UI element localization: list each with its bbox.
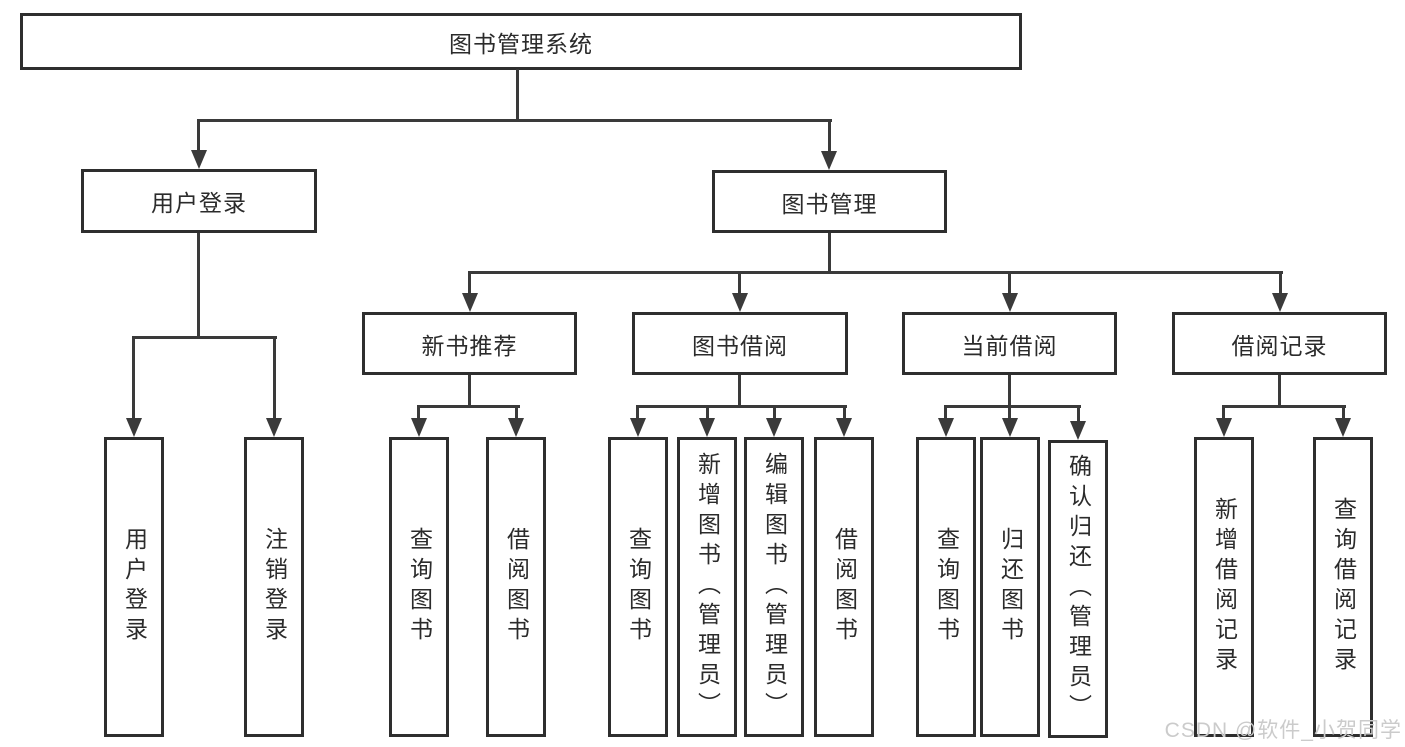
connector-arrowhead xyxy=(732,293,748,312)
connector-line xyxy=(515,408,518,421)
connector-line xyxy=(636,405,847,408)
leaf-borrow-books-recommend: 借阅图书 xyxy=(486,437,546,737)
connector-arrowhead xyxy=(1002,293,1018,312)
leaf-borrow-books-borrowing: 借阅图书 xyxy=(814,437,874,737)
leaf-label: 借阅图书 xyxy=(831,527,858,647)
connector-arrowhead xyxy=(191,150,207,169)
connector-line xyxy=(944,408,947,421)
node-label: 新书推荐 xyxy=(421,332,518,359)
leaf-label: 查询图书 xyxy=(625,527,652,647)
connector-line xyxy=(273,339,276,420)
leaf-return-books: 归还图书 xyxy=(980,437,1040,737)
leaf-edit-book-admin: 编辑图书（管理员） xyxy=(744,437,804,737)
leaf-label: 注销登录 xyxy=(261,527,288,647)
leaf-add-borrow-record: 新增借阅记录 xyxy=(1194,437,1254,737)
connector-line xyxy=(197,122,200,151)
connector-arrowhead xyxy=(1216,418,1232,437)
connector-line xyxy=(197,233,200,339)
node-label: 用户登录 xyxy=(151,190,247,216)
leaf-add-book-admin: 新增图书（管理员） xyxy=(677,437,737,737)
connector-line xyxy=(417,408,420,421)
connector-arrowhead xyxy=(836,418,852,437)
connector-line xyxy=(828,233,831,274)
leaf-label: 新增借阅记录 xyxy=(1211,497,1238,677)
leaf-label: 归还图书 xyxy=(997,527,1024,647)
connector-arrowhead xyxy=(630,418,646,437)
connector-arrowhead xyxy=(821,151,837,170)
connector-arrowhead xyxy=(1335,418,1351,437)
connector-line xyxy=(1077,408,1080,421)
leaf-query-books-borrowing: 查询图书 xyxy=(608,437,668,737)
leaf-label: 查询图书 xyxy=(933,527,960,647)
node-library-management-system: 图书管理系统 xyxy=(20,13,1022,70)
leaf-label: 编辑图书（管理员） xyxy=(761,452,788,722)
leaf-label: 查询借阅记录 xyxy=(1330,497,1357,677)
leaf-user-login: 用户登录 xyxy=(104,437,164,737)
leaf-label: 用户登录 xyxy=(121,527,148,647)
connector-line xyxy=(944,405,1081,408)
connector-arrowhead xyxy=(411,418,427,437)
node-label: 图书管理 xyxy=(781,190,878,217)
connector-line xyxy=(843,408,846,421)
connector-line xyxy=(1008,375,1011,408)
connector-arrowhead xyxy=(126,418,142,437)
leaf-confirm-return-admin: 确认归还（管理员） xyxy=(1048,440,1108,738)
connector-line xyxy=(738,274,741,296)
leaf-query-books-recommend: 查询图书 xyxy=(389,437,449,737)
connector-line xyxy=(636,408,639,421)
node-user-login: 用户登录 xyxy=(81,169,317,233)
connector-line xyxy=(1278,375,1281,408)
leaf-label: 确认归还（管理员） xyxy=(1065,454,1092,724)
connector-line xyxy=(1008,408,1011,421)
csdn-watermark: CSDN @软件_小贺同学 xyxy=(1164,719,1402,742)
connector-line xyxy=(773,408,776,421)
connector-line xyxy=(468,274,471,296)
connector-line xyxy=(738,375,741,408)
connector-arrowhead xyxy=(1070,421,1086,440)
node-label: 图书管理系统 xyxy=(449,30,593,57)
node-borrowing-records: 借阅记录 xyxy=(1172,312,1387,375)
connector-line xyxy=(828,122,831,151)
connector-line xyxy=(417,405,520,408)
connector-line xyxy=(197,119,832,122)
leaf-logout: 注销登录 xyxy=(244,437,304,737)
node-label: 借阅记录 xyxy=(1231,332,1328,359)
connector-line xyxy=(468,375,471,408)
connector-line xyxy=(1222,408,1225,421)
node-book-management: 图书管理 xyxy=(712,170,947,233)
connector-line xyxy=(1222,405,1346,408)
node-new-book-recommendation: 新书推荐 xyxy=(362,312,577,375)
connector-arrowhead xyxy=(938,418,954,437)
node-label: 当前借阅 xyxy=(961,332,1058,359)
leaf-query-books-current: 查询图书 xyxy=(916,437,976,737)
connector-arrowhead xyxy=(699,418,715,437)
connector-arrowhead xyxy=(508,418,524,437)
connector-line xyxy=(516,69,519,122)
leaf-label: 借阅图书 xyxy=(503,527,530,647)
connector-line xyxy=(706,408,709,421)
node-book-borrowing: 图书借阅 xyxy=(632,312,848,375)
connector-line xyxy=(1008,274,1011,296)
leaf-label: 新增图书（管理员） xyxy=(694,452,721,722)
connector-line xyxy=(1279,274,1282,296)
leaf-query-borrow-record: 查询借阅记录 xyxy=(1313,437,1373,737)
connector-line xyxy=(132,336,277,339)
connector-line xyxy=(1342,408,1345,421)
connector-arrowhead xyxy=(462,293,478,312)
connector-arrowhead xyxy=(266,418,282,437)
connector-line xyxy=(132,339,135,420)
node-current-borrowing: 当前借阅 xyxy=(902,312,1117,375)
connector-arrowhead xyxy=(766,418,782,437)
leaf-label: 查询图书 xyxy=(406,527,433,647)
connector-arrowhead xyxy=(1272,293,1288,312)
connector-arrowhead xyxy=(1002,418,1018,437)
connector-line xyxy=(468,271,1283,274)
node-label: 图书借阅 xyxy=(692,332,788,359)
